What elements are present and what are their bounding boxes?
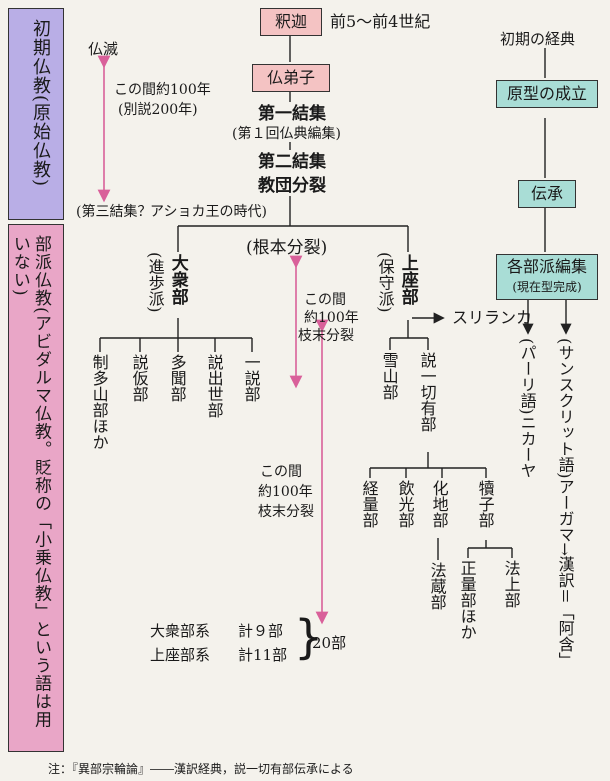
root-schism-label: (根本分裂) <box>246 238 328 258</box>
sectarian-buddhism-band: 部派仏教(アビダルマ仏教。貶称の「小乗仏教」という語は用いない) <box>8 224 64 752</box>
disciples-box: 仏弟子 <box>252 64 330 92</box>
sectarian-buddhism-label: 部派仏教(アビダルマ仏教。貶称の「小乗仏教」という語は用いない) <box>9 235 51 729</box>
branch-sarvastivada: 説一切有部 <box>417 352 437 432</box>
branch-issetsu: 一説部 <box>241 354 261 402</box>
branch-seitasan: 制多山部ほか <box>89 354 109 450</box>
sthavira-name: 上座部 <box>397 254 418 305</box>
shaka-box: 釈迦 <box>260 8 322 36</box>
branch-sessen: 雪山部 <box>379 352 399 400</box>
branch-tamon: 多聞部 <box>167 354 187 402</box>
interval-b-line3: 枝末分裂 <box>258 504 314 520</box>
buddha-death-label: 仏滅 <box>88 40 119 58</box>
scripture-header: 初期の経典 <box>500 30 576 48</box>
third-council-label: (第三結集？ <box>76 204 152 220</box>
branch-hojo: 法上部 <box>501 560 521 608</box>
branch-hozo: 法蔵部 <box>427 562 447 610</box>
branch-onko: 飲光部 <box>395 480 415 528</box>
early-buddhism-band: 初期仏教(原始仏教) <box>8 8 64 220</box>
pali-nikaya-label: (パーリ語)ニカーヤ <box>517 338 537 479</box>
transmission-box: 伝承 <box>518 180 576 208</box>
schism-label: 教団分裂 <box>258 176 326 196</box>
branch-shoryo: 正量部ほか <box>457 560 477 640</box>
srilanka-label: スリランカ <box>452 308 533 327</box>
interval-a-line3: 枝末分裂 <box>298 328 354 344</box>
era-label: 前5～前4世紀 <box>330 12 431 31</box>
first-council: 第一結集 <box>258 104 326 124</box>
summary-maha: 大衆部系 <box>150 622 211 640</box>
second-council: 第二結集 <box>258 152 326 172</box>
branch-kechi: 化地部 <box>429 480 449 528</box>
sanskrit-agama-label: (サンスクリット語)アーガマ→漢訳＝「阿含」 <box>555 338 575 668</box>
mahasanghika-name: 大衆部 <box>167 254 188 305</box>
interval-b-line2: 約100年 <box>258 484 313 500</box>
sthavira-tag: (保守派) <box>375 252 395 313</box>
interval-a-line2: 約100年 <box>304 310 359 326</box>
compiled-subtitle: (現在型完成) <box>512 280 582 294</box>
footnote: 注：『異部宗輪論』――漢訳経典，説一切有部伝承による <box>48 762 354 776</box>
summary-sthavira: 上座部系 <box>150 646 211 664</box>
summary-total: 20部 <box>312 634 347 652</box>
interval-100-label: この間約100年 <box>114 82 211 98</box>
summary-brace: } <box>294 610 324 664</box>
branch-shusseken: 説出世部 <box>204 354 224 418</box>
first-council-sub: (第１回仏典編集) <box>232 126 341 142</box>
origin-box: 原型の成立 <box>496 80 598 108</box>
interval-a-line1: この間 <box>304 292 346 308</box>
summary-sthavira-count: 計11部 <box>238 646 288 664</box>
interval-b-line1: この間 <box>260 464 302 480</box>
compiled-box: 各部派編集 (現在型完成) <box>496 254 598 300</box>
mahasanghika-tag: (進歩派) <box>145 252 165 313</box>
branch-setsuke: 説仮部 <box>129 354 149 402</box>
early-buddhism-label: 初期仏教(原始仏教) <box>30 19 51 188</box>
branch-kyoryo: 経量部 <box>359 480 379 528</box>
ashoka-label: アショカ王の時代) <box>150 204 267 220</box>
compiled-title: 各部派編集 <box>506 257 587 276</box>
branch-tokushi: 犢子部 <box>475 480 495 528</box>
summary-maha-count: 計９部 <box>238 622 284 640</box>
alt-200-label: (別説200年) <box>118 102 198 118</box>
